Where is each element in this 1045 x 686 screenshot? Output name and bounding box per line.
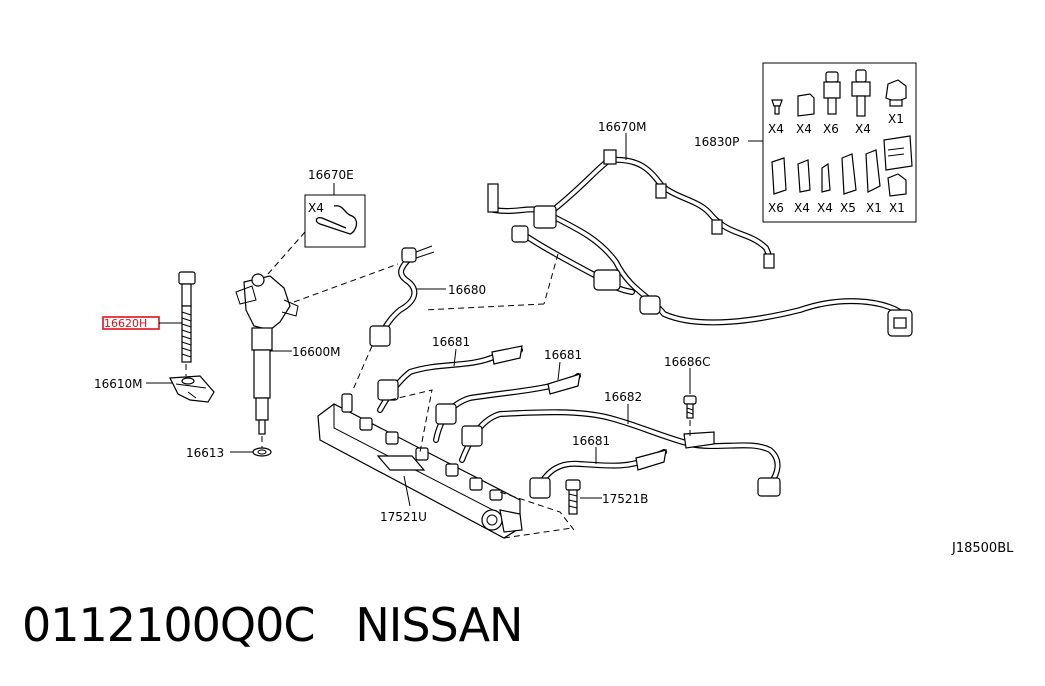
bolt-16686C[interactable] bbox=[683, 395, 697, 419]
kit-sleeve-4 bbox=[865, 149, 881, 193]
kit-qty-r1-1: X4 bbox=[768, 122, 784, 136]
label-16680: 16680 bbox=[448, 283, 486, 297]
washer-16613[interactable] bbox=[252, 447, 272, 457]
clamp-16610M[interactable] bbox=[169, 375, 215, 403]
clip-16670E bbox=[315, 205, 358, 235]
kit-qty-r2-4: X5 bbox=[840, 201, 856, 215]
label-17521U: 17521U bbox=[380, 510, 427, 524]
kit-qty-r2-3: X4 bbox=[817, 201, 833, 215]
tube-16681-b[interactable] bbox=[433, 373, 581, 443]
label-16610M: 16610M bbox=[94, 377, 143, 391]
kit-sleeve-1 bbox=[771, 157, 787, 195]
label-16681-a: 16681 bbox=[432, 335, 470, 349]
hardware-kit-16830P[interactable] bbox=[762, 62, 917, 223]
caption: 0112100Q0C NISSAN bbox=[22, 598, 523, 652]
clip-box-16670E[interactable] bbox=[304, 194, 366, 248]
tube-16682[interactable] bbox=[459, 409, 781, 497]
label-16686C: 16686C bbox=[664, 355, 711, 369]
label-16682: 16682 bbox=[604, 390, 642, 404]
kit-bolt-long-1 bbox=[823, 71, 841, 115]
label-16613: 16613 bbox=[186, 446, 224, 460]
label-16670M: 16670M bbox=[598, 120, 647, 134]
tube-16681-c[interactable] bbox=[529, 449, 667, 499]
label-16681-b: 16681 bbox=[544, 348, 582, 362]
kit-cap bbox=[797, 93, 815, 117]
kit-qty-r2-2: X4 bbox=[794, 201, 810, 215]
injector-16600M[interactable] bbox=[235, 273, 299, 435]
kit-qty-r1-2: X4 bbox=[796, 122, 812, 136]
caption-part-number: 0112100Q0C bbox=[22, 598, 315, 652]
qty-16670E: X4 bbox=[308, 201, 324, 215]
label-17521B: 17521B bbox=[602, 492, 648, 506]
label-16620H: 16620H bbox=[104, 317, 147, 330]
kit-nut bbox=[885, 79, 907, 107]
fuel-rail-17521U[interactable] bbox=[317, 393, 523, 539]
kit-bolt-small bbox=[771, 99, 783, 115]
leak-off-hose-16670M[interactable] bbox=[487, 149, 913, 337]
tube-16680[interactable] bbox=[369, 245, 435, 347]
diagram-code: J18500BL bbox=[952, 541, 1014, 556]
label-16681-c: 16681 bbox=[572, 434, 610, 448]
kit-qty-r2-5: X1 bbox=[866, 201, 882, 215]
tube-16681-a[interactable] bbox=[377, 345, 523, 413]
caption-brand: NISSAN bbox=[355, 598, 523, 652]
kit-pin bbox=[821, 162, 831, 193]
kit-label-card bbox=[883, 135, 913, 171]
label-16830P: 16830P bbox=[694, 135, 739, 149]
kit-bolt-long-2 bbox=[851, 69, 871, 117]
kit-sleeve-3 bbox=[841, 153, 857, 195]
kit-cap-2 bbox=[887, 173, 907, 197]
kit-sleeve-2 bbox=[797, 159, 811, 193]
kit-qty-r2-1: X6 bbox=[768, 201, 784, 215]
kit-qty-r1-4: X4 bbox=[855, 122, 871, 136]
label-16600M: 16600M bbox=[292, 345, 341, 359]
label-16670E: 16670E bbox=[308, 168, 354, 182]
kit-qty-r1-5: X1 bbox=[888, 112, 904, 126]
kit-qty-r1-3: X6 bbox=[823, 122, 839, 136]
bolt-17521B[interactable] bbox=[565, 479, 581, 515]
kit-qty-r2-6: X1 bbox=[889, 201, 905, 215]
bolt-16620H[interactable] bbox=[178, 271, 196, 363]
